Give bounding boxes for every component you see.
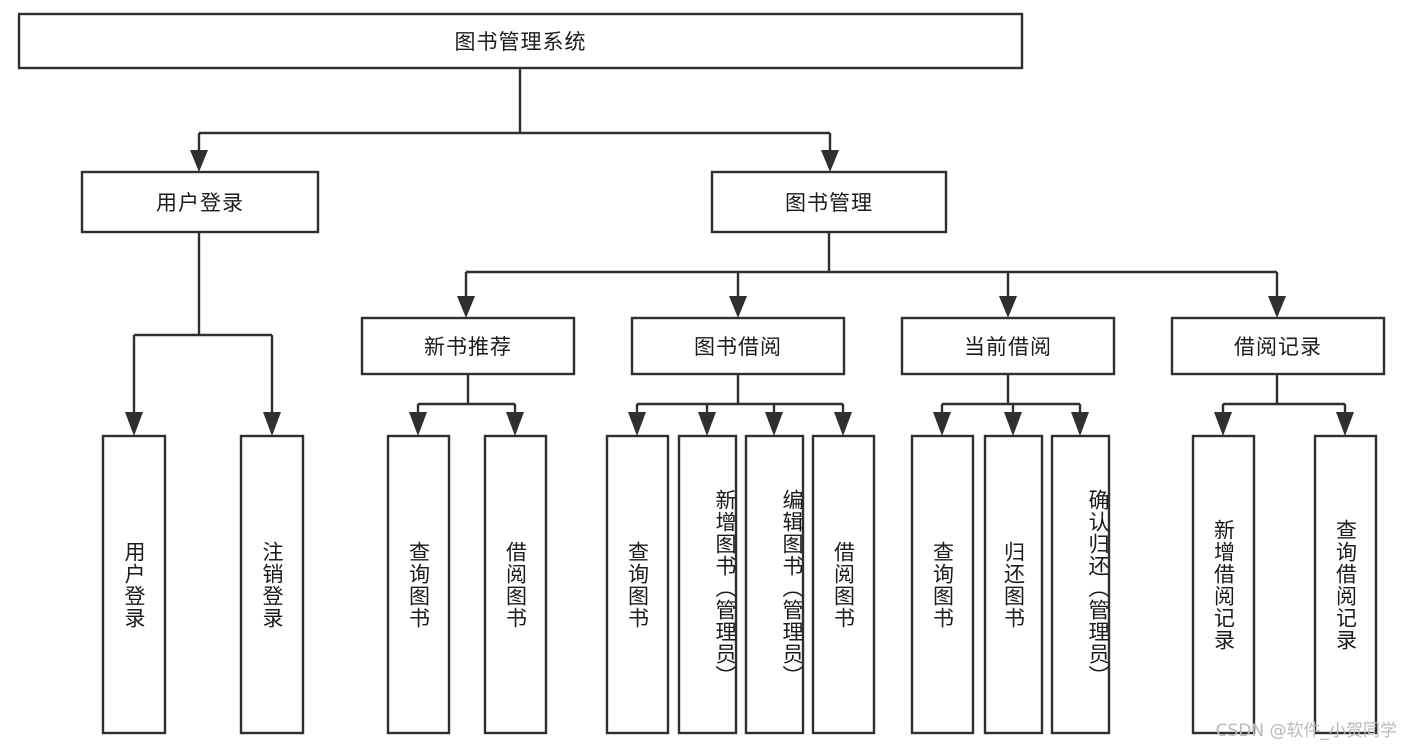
- connector-user-login-to-leaves: [125, 232, 281, 436]
- connector-borrow-record-to-leaves: [1214, 374, 1354, 436]
- arrow-head-leaf-edit-book: [765, 412, 783, 436]
- arrow-head-new-book-rec: [457, 296, 475, 318]
- arrow-head-current-borrow: [999, 296, 1017, 318]
- connector-new-book-rec-to-leaves: [409, 374, 524, 436]
- node-box-leaf-query-book-2[interactable]: [605, 434, 670, 735]
- node-box-leaf-query-record[interactable]: [1313, 434, 1378, 735]
- connector-book-mgmt-to-level3: [457, 232, 1286, 318]
- arrow-head-borrow-record: [1268, 296, 1286, 318]
- node-box-leaf-user-login[interactable]: [101, 434, 167, 735]
- arrow-head-leaf-query-book-3: [933, 412, 951, 436]
- node-box-leaf-add-record[interactable]: [1191, 434, 1256, 735]
- node-box-leaf-edit-book[interactable]: [744, 434, 805, 735]
- node-box-leaf-query-book-3[interactable]: [910, 434, 975, 735]
- node-box-root[interactable]: [17, 12, 1024, 70]
- node-box-leaf-return-book[interactable]: [983, 434, 1044, 735]
- arrow-head-leaf-query-book-2: [628, 412, 646, 436]
- node-box-new-book-rec[interactable]: [360, 316, 576, 376]
- connector-book-borrow-to-leaves: [628, 374, 852, 436]
- arrow-head-leaf-add-book: [698, 412, 716, 436]
- arrow-head-user-login: [190, 150, 208, 172]
- node-box-current-borrow[interactable]: [900, 316, 1116, 376]
- arrow-head-leaf-add-record: [1214, 412, 1232, 436]
- arrow-head-leaf-user-login: [125, 412, 143, 436]
- connector-root-to-level2: [190, 68, 839, 172]
- arrow-head-leaf-query-book-1: [409, 412, 427, 436]
- node-box-leaf-logout[interactable]: [239, 434, 305, 735]
- node-box-leaf-query-book-1[interactable]: [386, 434, 451, 735]
- arrow-head-leaf-borrow-book-1: [506, 412, 524, 436]
- arrow-head-leaf-confirm-return: [1071, 412, 1089, 436]
- arrow-head-leaf-borrow-book-2: [834, 412, 852, 436]
- arrow-head-leaf-logout: [263, 412, 281, 436]
- arrow-head-book-mgmt: [821, 150, 839, 172]
- node-box-book-borrow[interactable]: [630, 316, 846, 376]
- node-box-leaf-confirm-return[interactable]: [1050, 434, 1111, 735]
- arrow-head-leaf-return-book: [1004, 412, 1022, 436]
- connector-current-borrow-to-leaves: [933, 374, 1089, 436]
- node-box-leaf-borrow-book-1[interactable]: [483, 434, 548, 735]
- node-box-borrow-record[interactable]: [1170, 316, 1386, 376]
- arrow-head-book-borrow: [729, 296, 747, 318]
- node-box-leaf-add-book[interactable]: [677, 434, 738, 735]
- node-box-user-login[interactable]: [80, 170, 320, 234]
- node-box-book-mgmt[interactable]: [710, 170, 948, 234]
- node-box-leaf-borrow-book-2[interactable]: [811, 434, 876, 735]
- arrow-head-leaf-query-record: [1336, 412, 1354, 436]
